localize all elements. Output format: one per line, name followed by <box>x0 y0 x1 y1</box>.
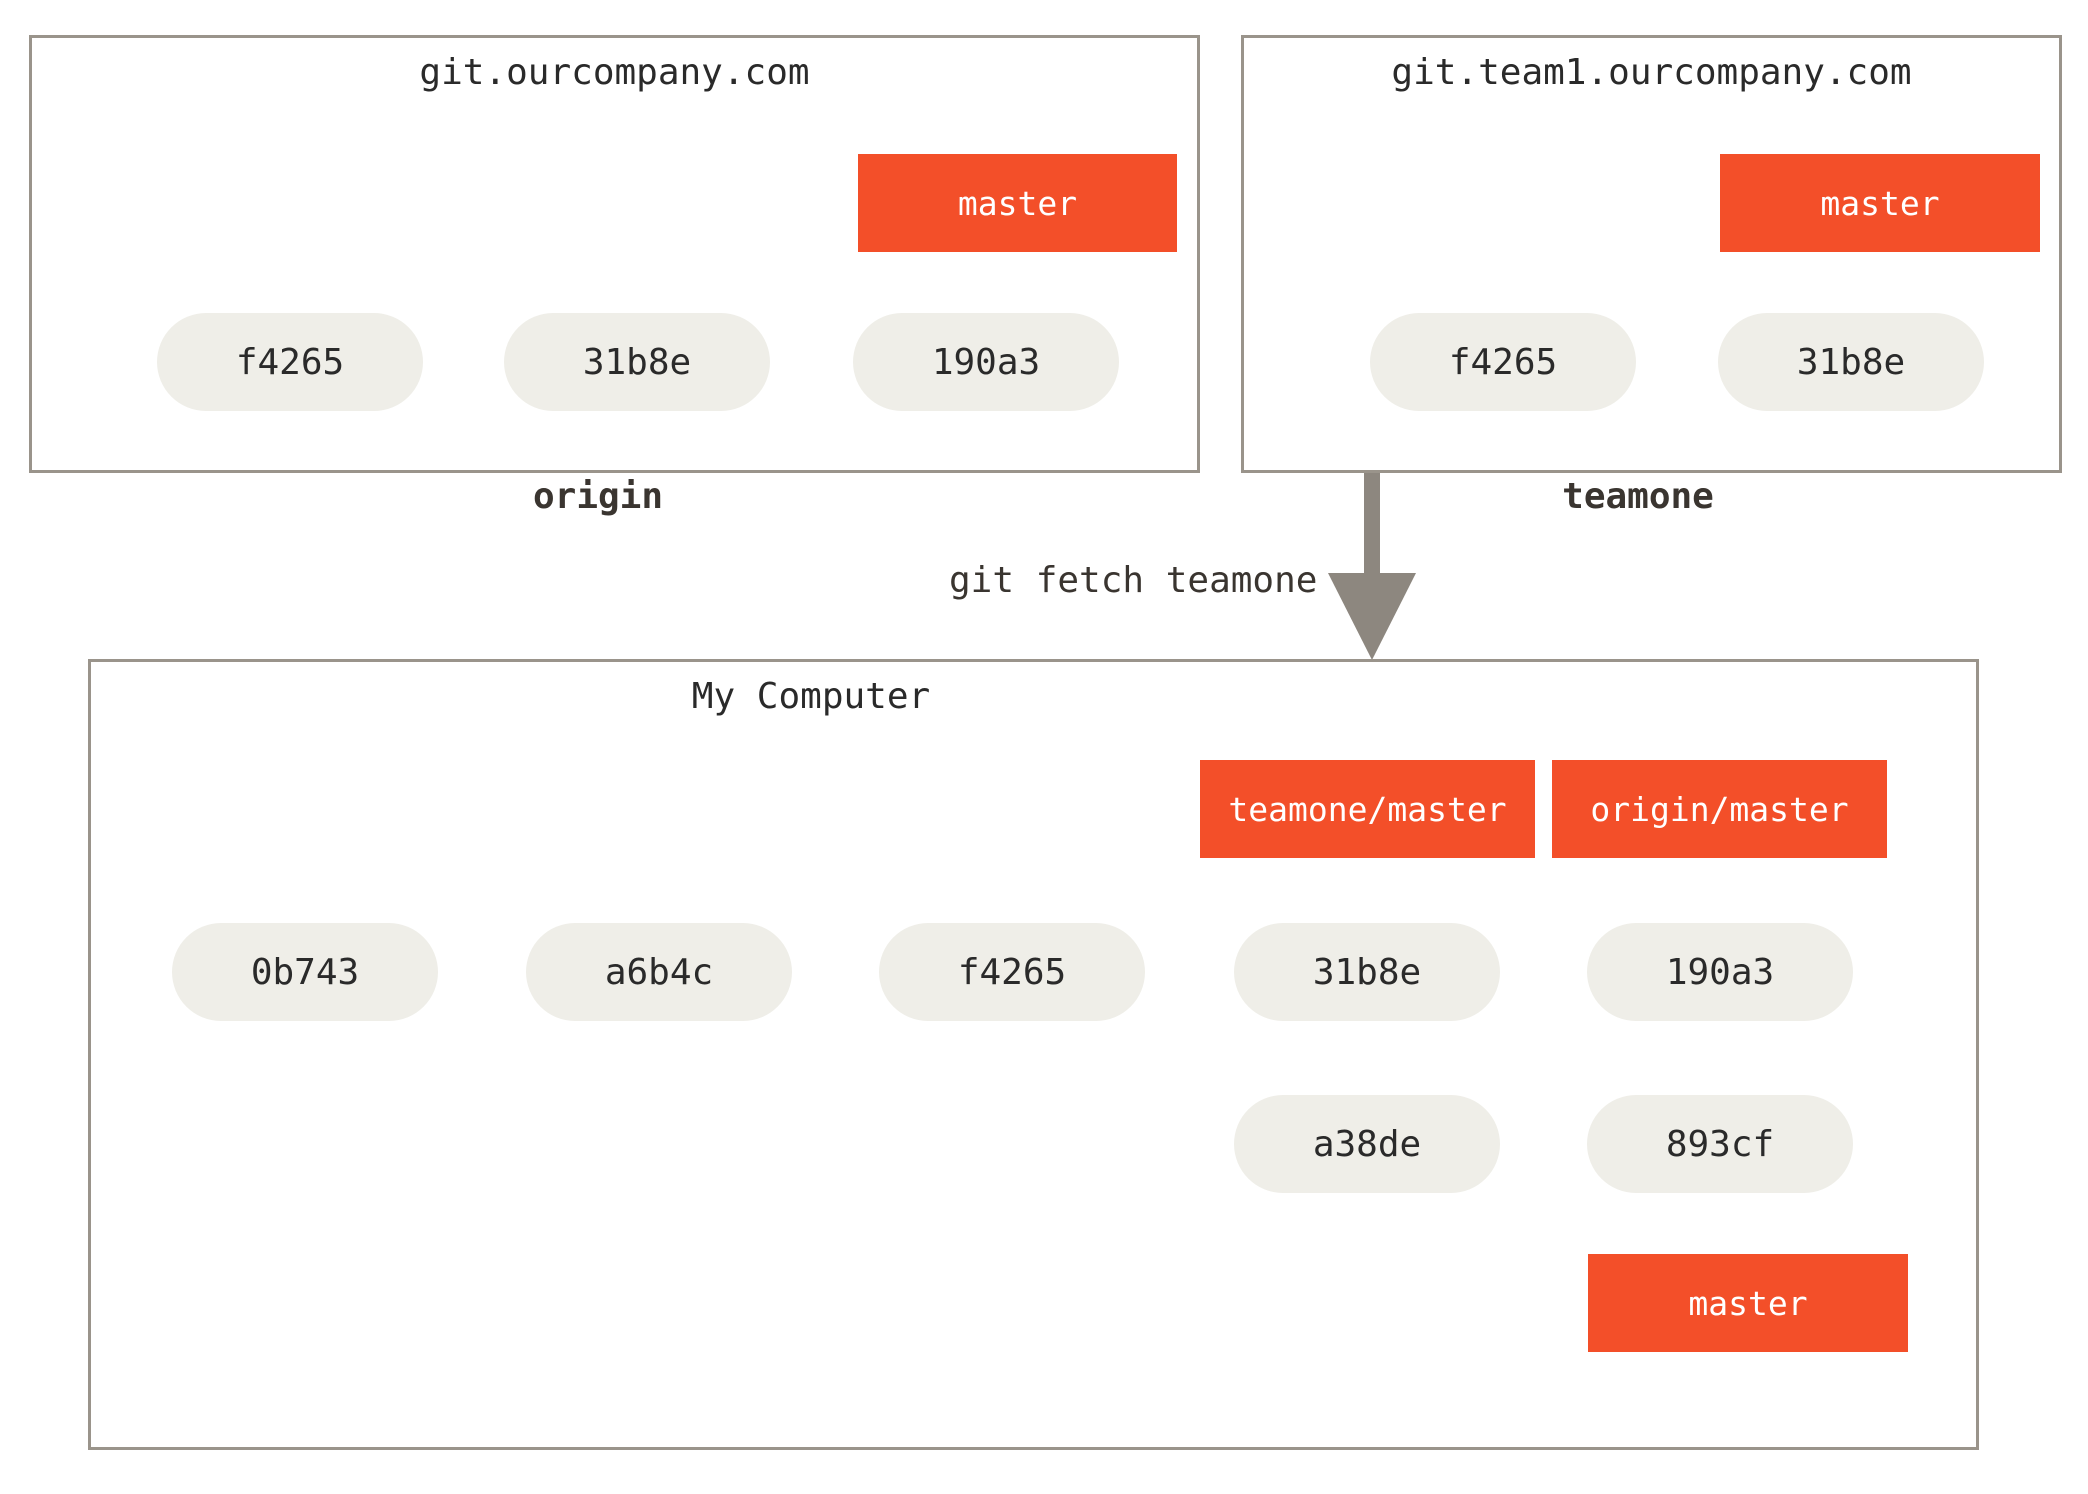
fetch-command-label: git fetch teamone <box>949 560 1318 601</box>
local-commit-a6b4c: a6b4c <box>526 923 792 1021</box>
master-local-branch: master <box>1588 1254 1908 1352</box>
teamone-commit-31b8e: 31b8e <box>1718 313 1984 411</box>
fetch-arrow-shaft <box>1364 473 1380 577</box>
local-commit-893cf: 893cf <box>1587 1095 1853 1193</box>
teamone-master-branch: master <box>1720 154 2040 252</box>
teamone-master-local-branch: teamone/master <box>1200 760 1535 858</box>
origin-commit-31b8e: 31b8e <box>504 313 770 411</box>
local-commit-31b8e: 31b8e <box>1234 923 1500 1021</box>
local-commit-0b743: 0b743 <box>172 923 438 1021</box>
origin-commit-f4265: f4265 <box>157 313 423 411</box>
origin-commit-190a3: 190a3 <box>853 313 1119 411</box>
teamone-server-label: teamone <box>1562 476 1714 517</box>
my-computer-title: My Computer <box>691 676 931 717</box>
origin-master-local-branch: origin/master <box>1552 760 1887 858</box>
fetch-arrow-head <box>1328 573 1416 660</box>
teamone-commit-f4265: f4265 <box>1370 313 1636 411</box>
teamone-server-host: git.team1.ourcompany.com <box>1391 52 1912 93</box>
origin-server-host: git.ourcompany.com <box>419 52 810 93</box>
local-commit-f4265: f4265 <box>879 923 1145 1021</box>
origin-master-branch: master <box>858 154 1177 252</box>
local-commit-a38de: a38de <box>1234 1095 1500 1193</box>
origin-server-label: origin <box>532 476 664 517</box>
local-commit-190a3: 190a3 <box>1587 923 1853 1021</box>
